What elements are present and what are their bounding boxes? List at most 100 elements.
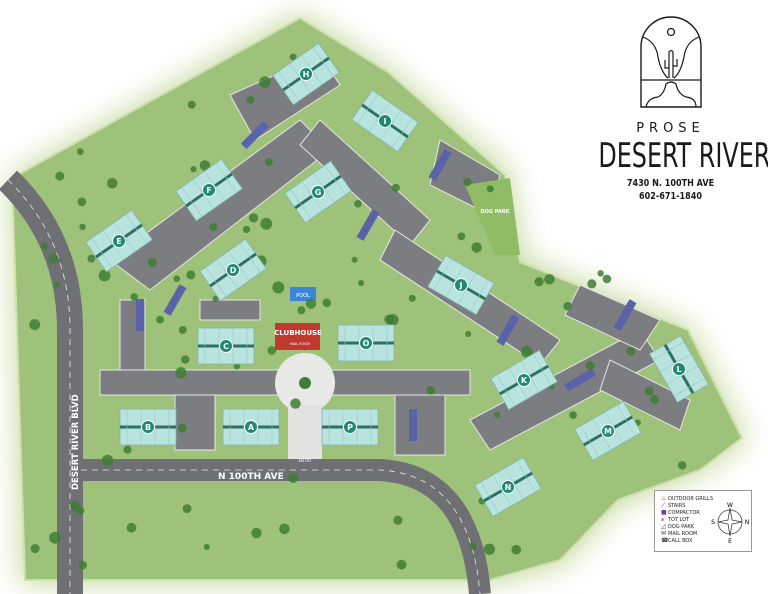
tree	[246, 95, 255, 104]
building-g[interactable]: G	[284, 160, 352, 224]
carport	[496, 314, 520, 346]
tree	[76, 148, 84, 155]
building-m[interactable]: M	[574, 400, 642, 462]
tree	[457, 232, 466, 241]
tree	[48, 253, 59, 264]
tree	[322, 298, 332, 308]
carport	[428, 149, 452, 181]
legend-item-compactor: ■COMPACTOR	[661, 509, 700, 516]
building-h[interactable]: H	[272, 42, 340, 106]
building-badge	[601, 424, 615, 438]
building-o[interactable]: O	[337, 324, 395, 362]
carport	[356, 209, 380, 241]
carport	[613, 299, 637, 331]
tree	[70, 503, 78, 511]
tree	[305, 298, 317, 309]
building-badge	[378, 114, 392, 128]
tree	[147, 257, 158, 267]
tree	[242, 225, 251, 234]
building-badge	[672, 362, 686, 376]
tree	[279, 523, 290, 535]
tree	[190, 166, 197, 173]
dog-park	[465, 178, 520, 255]
tree	[175, 367, 187, 379]
building-letter: B	[145, 423, 151, 432]
building-badge	[299, 67, 313, 81]
building-l[interactable]: L	[648, 335, 710, 403]
legend-item-stairs: ⟋STAIRS	[661, 502, 686, 509]
tree	[101, 454, 114, 467]
compass-rose-icon: W N E S	[711, 502, 749, 544]
tree	[534, 277, 544, 287]
tree	[248, 213, 259, 223]
roundabout-tree	[299, 377, 311, 389]
building-badge	[501, 480, 515, 494]
tree	[486, 185, 494, 193]
tree	[587, 279, 597, 289]
building-badge	[202, 183, 216, 197]
tot-lot-icon: ⩚	[661, 516, 665, 523]
building-e[interactable]: E	[85, 209, 153, 273]
tree	[494, 411, 501, 418]
building-letter: N	[505, 483, 512, 492]
tree	[126, 522, 137, 533]
tree	[199, 160, 211, 171]
building-badge	[244, 420, 258, 434]
building-p[interactable]: P	[321, 408, 379, 446]
tree	[77, 197, 87, 207]
building-i[interactable]: I	[351, 89, 419, 153]
prose-desert-river-logo	[639, 16, 702, 108]
tree	[130, 293, 138, 301]
tree	[29, 319, 41, 331]
building-d[interactable]: D	[199, 238, 267, 302]
tree	[520, 345, 533, 358]
mail-room-label: MAIL ROOM	[290, 342, 310, 346]
tree	[251, 527, 262, 539]
tree	[30, 543, 40, 554]
tree	[156, 315, 165, 324]
pool-label: POOL	[296, 293, 310, 299]
brand-prose: PROSE	[636, 121, 705, 136]
tree	[212, 295, 219, 303]
tree	[483, 543, 496, 555]
building-f[interactable]: F	[175, 158, 243, 222]
building-badge	[343, 420, 357, 434]
tree	[76, 506, 85, 515]
building-j[interactable]: J	[427, 254, 495, 316]
entry-drive	[288, 405, 322, 465]
tree	[78, 560, 87, 570]
tree	[650, 394, 659, 404]
carport	[136, 299, 144, 331]
tree	[386, 314, 399, 326]
building-letter: E	[116, 237, 121, 246]
tree	[98, 269, 111, 282]
building-k[interactable]: K	[490, 349, 558, 411]
tree	[463, 177, 472, 187]
tree	[182, 504, 192, 513]
tree	[49, 531, 61, 544]
building-letter: J	[459, 281, 463, 290]
building-letter: O	[363, 339, 370, 348]
building-letter: K	[521, 376, 528, 385]
tree	[354, 199, 362, 208]
brand-block: PROSE DESERT RIVER 7430 N. 100TH AVE 602…	[578, 12, 768, 202]
building-n[interactable]: N	[474, 456, 542, 518]
tree	[259, 76, 271, 88]
tree	[468, 542, 477, 551]
building-letter: C	[223, 342, 229, 351]
tree	[290, 398, 301, 409]
building-letter: F	[206, 186, 211, 195]
clubhouse	[275, 323, 320, 350]
building-c[interactable]: C	[197, 327, 255, 365]
tree	[569, 411, 577, 419]
tree	[391, 183, 400, 192]
dog-park-icon: ◿	[661, 523, 666, 530]
compactor-icon: ■	[661, 509, 667, 516]
svg-text:E: E	[728, 538, 732, 544]
tree	[177, 423, 187, 433]
carport	[564, 368, 596, 392]
tree	[209, 222, 218, 231]
building-b[interactable]: B	[119, 408, 177, 446]
building-a[interactable]: A	[222, 408, 280, 446]
